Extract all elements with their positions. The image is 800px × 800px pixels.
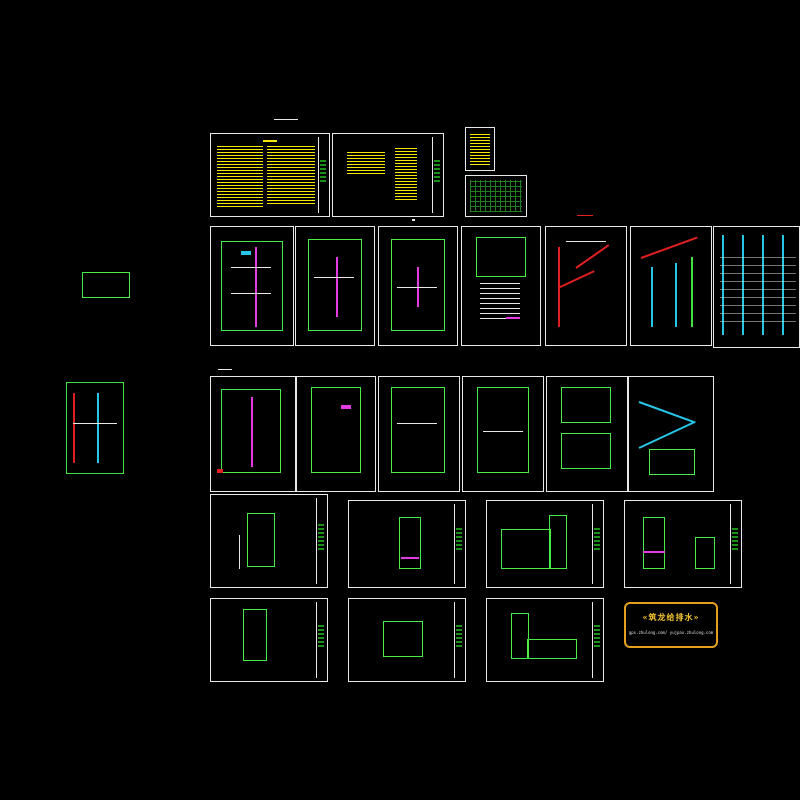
watermark-title: «筑龙给排水»	[642, 612, 700, 622]
system-sheet-3[interactable]	[713, 226, 800, 348]
system-sheet-1[interactable]	[545, 226, 627, 346]
notes-sheet-1[interactable]	[210, 133, 330, 217]
plan-sheet-7[interactable]	[378, 376, 460, 492]
plan-sheet-10[interactable]	[628, 376, 714, 492]
system-sheet-2[interactable]	[630, 226, 712, 346]
elevation-sheet-3[interactable]	[486, 500, 604, 588]
plan-sheet-6[interactable]	[296, 376, 376, 492]
elevation-sheet-2[interactable]	[348, 500, 466, 588]
label-mark	[412, 219, 415, 221]
plan-sheet-2[interactable]	[295, 226, 375, 346]
legend-sheet-2[interactable]	[465, 175, 527, 217]
plan-sheet-5[interactable]	[210, 376, 296, 492]
group-label-2	[218, 369, 232, 370]
watermark-url: gps.zhulong.com/ yujpax.zhulong.com	[628, 630, 714, 635]
elevation-sheet-5[interactable]	[210, 598, 328, 682]
legend-sheet-1[interactable]	[465, 127, 495, 171]
elevation-sheet-6[interactable]	[348, 598, 466, 682]
section-sheet-small[interactable]	[66, 382, 124, 474]
red-label-mark	[577, 215, 593, 216]
plan-sheet-4[interactable]	[461, 226, 541, 346]
notes-sheet-2[interactable]	[332, 133, 444, 217]
elevation-sheet-4[interactable]	[624, 500, 742, 588]
sheet-group-label-line	[274, 119, 298, 120]
plan-sheet-1[interactable]	[210, 226, 294, 346]
watermark-stamp: «筑龙给排水» gps.zhulong.com/ yujpax.zhulong.…	[624, 602, 718, 648]
key-plan-small[interactable]	[82, 272, 130, 298]
plan-sheet-3[interactable]	[378, 226, 458, 346]
elevation-sheet-1[interactable]	[210, 494, 328, 588]
plan-sheet-9[interactable]	[546, 376, 628, 492]
plan-sheet-8[interactable]	[462, 376, 544, 492]
elevation-sheet-7[interactable]	[486, 598, 604, 682]
